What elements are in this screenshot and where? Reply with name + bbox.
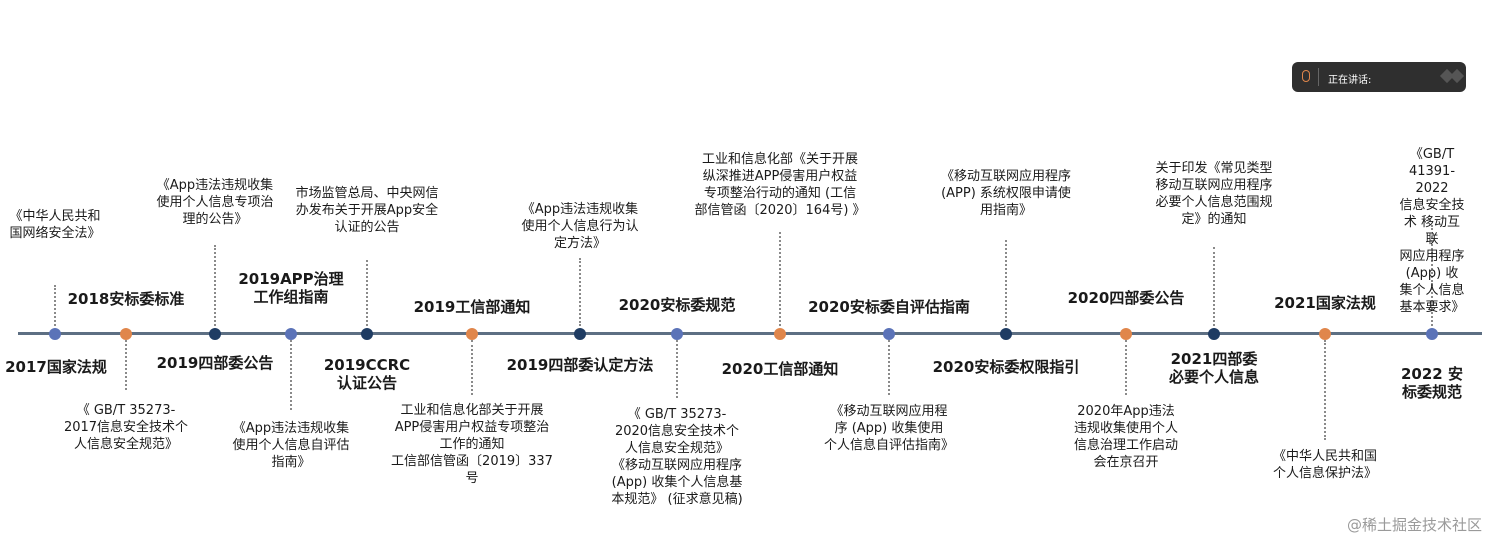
timeline-node-marker <box>1426 327 1438 340</box>
milestone-description: 关于印发《常见类型 移动互联网应用程序 必要个人信息范围规 定》的通知 <box>1155 161 1273 227</box>
milestone-label: 2020安标委规范 <box>618 296 736 314</box>
divider <box>1318 68 1319 86</box>
milestone-description: 工业和信息化部《关于开展 纵深推进APP侵害用户权益 专项整治行动的通知 (工信… <box>694 152 866 218</box>
milestone-description: 《 GB/T 35273- 2020信息安全技术个 人信息安全规范》 《移动互联… <box>611 407 743 507</box>
milestone-description: 2020年App违法 违规收集使用个人 信息治理工作启动 会在京召开 <box>1073 404 1179 470</box>
connector-line <box>471 340 473 395</box>
connector-line <box>1324 340 1326 440</box>
connector-line <box>1431 225 1433 326</box>
timeline-node-marker <box>361 327 373 340</box>
milestone-label: 2020安标委自评估指南 <box>808 298 970 316</box>
milestone-description: 《App违法违规收集 使用个人信息行为认 定方法》 <box>521 202 639 251</box>
milestone-label: 2020安标委权限指引 <box>932 358 1080 376</box>
timeline-node-marker <box>671 327 683 340</box>
timeline-node-marker <box>774 327 786 340</box>
connector-line <box>54 285 56 326</box>
milestone-label: 2019APP治理 工作组指南 <box>238 270 344 306</box>
milestone-description: 《中华人民共和国 个人信息保护法》 <box>1272 449 1378 481</box>
connector-line <box>290 340 292 410</box>
decor-icon <box>1449 68 1465 84</box>
connector-line <box>125 340 127 390</box>
timeline-node-marker <box>120 327 132 340</box>
milestone-label: 2017国家法规 <box>5 358 107 376</box>
milestone-label: 2018安标委标准 <box>67 290 185 308</box>
connector-line <box>214 245 216 326</box>
milestone-description: 市场监管总局、中央网信 办发布关于开展App安全 认证的公告 <box>295 186 439 235</box>
timeline-node-marker <box>49 327 61 340</box>
timeline-node-marker <box>1208 327 1220 340</box>
connector-line <box>888 340 890 395</box>
timeline-node-marker <box>1120 327 1132 340</box>
connector-line <box>1005 240 1007 326</box>
milestone-label: 2022 安标委规范 <box>1401 365 1463 401</box>
milestone-description: 《GB/T 41391-2022 信息安全技术 移动互联 网应用程序 (App)… <box>1399 147 1465 315</box>
milestone-label: 2019CCRC 认证公告 <box>323 356 411 392</box>
connector-line <box>676 340 678 398</box>
microphone-icon <box>1302 70 1310 82</box>
timeline-node-marker <box>574 327 586 340</box>
milestone-description: 《App违法违规收集 使用个人信息自评估 指南》 <box>232 421 350 470</box>
milestone-label: 2020工信部通知 <box>721 360 839 378</box>
timeline-node-marker <box>1319 327 1331 340</box>
milestone-label: 2019四部委认定方法 <box>506 356 654 374</box>
timeline-node-marker <box>1000 327 1012 340</box>
timeline-node-marker <box>466 327 478 340</box>
milestone-description: 《移动互联网应用程 序 (App) 收集使用 个人信息自评估指南》 <box>823 404 955 453</box>
timeline-node-marker <box>209 327 221 340</box>
milestone-label: 2019四部委公告 <box>156 354 274 372</box>
milestone-description: 工业和信息化部关于开展 APP侵害用户权益专项整治 工作的通知 工信部信管函〔2… <box>391 403 553 486</box>
timeline-axis <box>18 332 1482 335</box>
milestone-description: 《中华人民共和 国网络安全法》 <box>9 209 101 241</box>
timeline-node-marker <box>285 327 297 340</box>
milestone-description: 《 GB/T 35273- 2017信息安全技术个 人信息安全规范》 <box>63 403 189 452</box>
milestone-label: 2021国家法规 <box>1274 294 1376 312</box>
connector-line <box>366 260 368 326</box>
milestone-label: 2021四部委 必要个人信息 <box>1168 350 1260 386</box>
speaking-indicator: 正在讲话: <box>1292 62 1466 92</box>
milestone-label: 2020四部委公告 <box>1067 289 1185 307</box>
connector-line <box>579 258 581 326</box>
watermark: @稀土掘金技术社区 <box>1346 516 1482 534</box>
milestone-description: 《移动互联网应用程序 (APP) 系统权限申请使 用指南》 <box>940 169 1072 218</box>
connector-line <box>1125 340 1127 395</box>
speaking-label: 正在讲话: <box>1328 75 1372 86</box>
milestone-label: 2019工信部通知 <box>413 298 531 316</box>
milestone-description: 《App违法违规收集 使用个人信息专项治 理的公告》 <box>156 178 274 227</box>
timeline-node-marker <box>883 327 895 340</box>
connector-line <box>779 232 781 326</box>
connector-line <box>1213 247 1215 326</box>
